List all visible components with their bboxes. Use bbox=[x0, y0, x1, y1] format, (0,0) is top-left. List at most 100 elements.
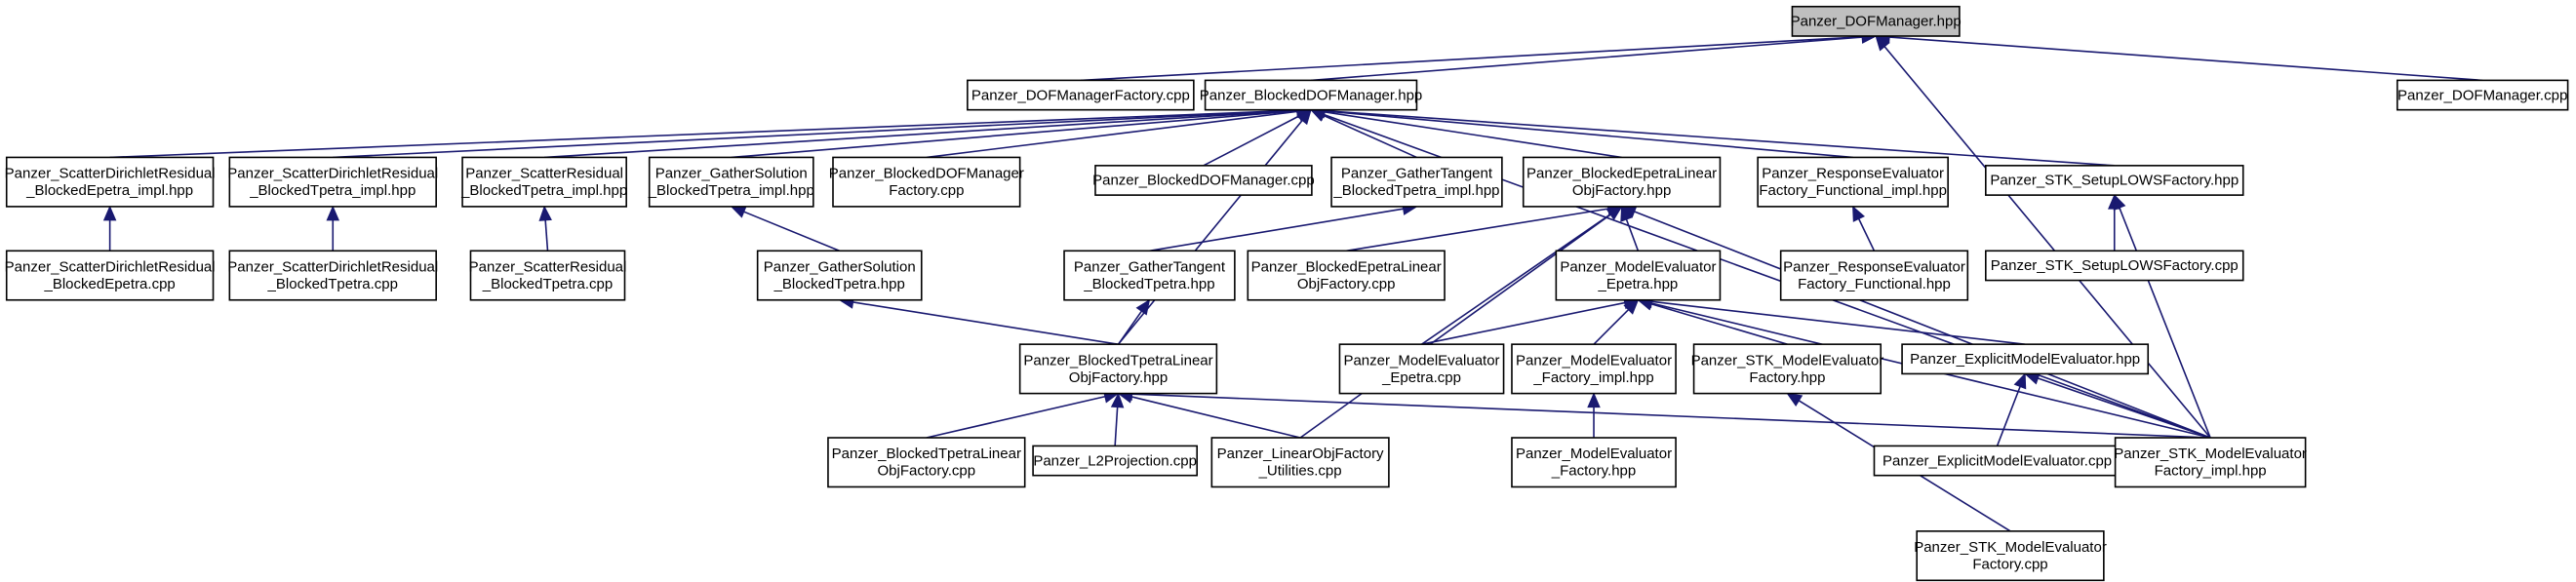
edge-n13-to-n2 bbox=[1324, 109, 2115, 167]
node-panzer-stk-setuplowsfactory-cpp[interactable]: Panzer_STK_SetupLOWSFactory.cpp bbox=[1985, 250, 2244, 282]
edge-n32-to-n27 bbox=[1996, 386, 2021, 446]
node-box bbox=[648, 156, 814, 208]
node-label: _Utilities.cpp bbox=[1258, 463, 1342, 480]
node-panzer-modelevaluator-factory-hpp[interactable]: Panzer_ModelEvaluator_Factory.hpp bbox=[1511, 437, 1677, 488]
node-panzer-explicitmodelevaluator-cpp[interactable]: Panzer_ExplicitModelEvaluator.cpp bbox=[1873, 445, 2121, 477]
node-label: Panzer_ModelEvaluator bbox=[1516, 352, 1672, 369]
node-label: Panzer_ModelEvaluator bbox=[1516, 446, 1672, 462]
edge-arrowhead bbox=[1110, 392, 1125, 408]
node-label: Panzer_GatherSolution bbox=[764, 259, 916, 276]
node-label: Factory.cpp bbox=[1972, 557, 2047, 573]
node-box bbox=[228, 156, 437, 208]
node-label: Panzer_ScatterResidual bbox=[465, 166, 623, 182]
node-label: Panzer_BlockedEpetraLinear bbox=[1526, 166, 1717, 182]
edge-n6-to-n2 bbox=[544, 109, 1298, 159]
node-label: _BlockedTpetra.cpp bbox=[482, 276, 613, 292]
edge-n33-to-n0 bbox=[1883, 46, 2211, 439]
node-label: Panzer_BlockedDOFManager bbox=[829, 166, 1024, 182]
node-panzer-scatterresidual-blockedtpetra-cpp[interactable]: Panzer_ScatterResidual_BlockedTpetra.cpp bbox=[469, 250, 627, 301]
node-box bbox=[2396, 79, 2569, 111]
edge-n11-to-n2 bbox=[1324, 111, 1622, 159]
node-box bbox=[1791, 5, 1961, 37]
node-box bbox=[1063, 250, 1236, 301]
node-label: Panzer_ExplicitModelEvaluator.cpp bbox=[1882, 452, 2112, 469]
node-label: Panzer_ResponseEvaluator bbox=[1783, 259, 1965, 276]
node-label: Factory.hpp bbox=[1749, 369, 1825, 386]
node-panzer-responseevaluatorfactory-functional-impl-hpp[interactable]: Panzer_ResponseEvaluatorFactory_Function… bbox=[1757, 156, 1949, 208]
node-panzer-modelevaluator-epetra-cpp[interactable]: Panzer_ModelEvaluator_Epetra.cpp bbox=[1338, 343, 1505, 395]
edge-arrowhead bbox=[1135, 298, 1151, 316]
node-panzer-dofmanager-hpp[interactable]: Panzer_DOFManager.hpp bbox=[1791, 5, 1962, 37]
node-panzer-gathertangent-blockedtpetra-impl-hpp[interactable]: Panzer_GatherTangent_BlockedTpetra_impl.… bbox=[1330, 156, 1503, 208]
node-box bbox=[1511, 343, 1677, 395]
edge-n27-to-n20 bbox=[1651, 300, 2026, 345]
edge-n28-to-n23 bbox=[926, 395, 1106, 439]
node-panzer-explicitmodelevaluator-hpp[interactable]: Panzer_ExplicitModelEvaluator.hpp bbox=[1901, 343, 2150, 375]
node-panzer-gathersolution-blockedtpetra-hpp[interactable]: Panzer_GatherSolution_BlockedTpetra.hpp bbox=[756, 250, 923, 301]
node-panzer-scatterdirichletresidual-blockedepetra-cpp[interactable]: Panzer_ScatterDirichletResidual_BlockedE… bbox=[5, 250, 216, 301]
edge-arrowhead bbox=[1786, 392, 1803, 407]
node-panzer-l2projection-cpp[interactable]: Panzer_L2Projection.cpp bbox=[1032, 445, 1198, 477]
node-label: _BlockedTpetra.cpp bbox=[267, 276, 398, 292]
node-panzer-modelevaluator-factory-impl-hpp[interactable]: Panzer_ModelEvaluator_Factory_impl.hpp bbox=[1511, 343, 1677, 395]
edge-n23-to-n18 bbox=[1117, 310, 1143, 345]
edge-n2-to-n0 bbox=[1310, 36, 1863, 82]
edge-arrowhead bbox=[1852, 205, 1866, 222]
node-box bbox=[1094, 165, 1313, 196]
edge-arrowhead bbox=[1587, 392, 1601, 408]
node-label: _Epetra.cpp bbox=[1381, 369, 1461, 386]
node-panzer-dofmanagerfactory-cpp[interactable]: Panzer_DOFManagerFactory.cpp bbox=[967, 79, 1195, 111]
node-box bbox=[1985, 165, 2244, 196]
node-label: Panzer_STK_ModelEvaluator bbox=[1691, 352, 1884, 369]
node-box bbox=[5, 156, 215, 208]
node-box bbox=[1692, 343, 1882, 395]
node-panzer-gathersolution-blockedtpetra-impl-hpp[interactable]: Panzer_GatherSolution_BlockedTpetra_impl… bbox=[648, 156, 814, 208]
node-label: Panzer_DOFManagerFactory.cpp bbox=[971, 87, 1190, 103]
node-box bbox=[832, 156, 1021, 208]
node-panzer-stk-modelevaluatorfactory-impl-hpp[interactable]: Panzer_STK_ModelEvaluatorFactory_impl.hp… bbox=[2114, 437, 2307, 488]
edge-n30-to-n23 bbox=[1130, 396, 1301, 439]
node-label: _BlockedTpetra_impl.hpp bbox=[1332, 182, 1499, 199]
node-panzer-stk-setuplowsfactory-hpp[interactable]: Panzer_STK_SetupLOWSFactory.hpp bbox=[1985, 165, 2244, 196]
node-box bbox=[1779, 250, 1969, 301]
node-panzer-gathertangent-blockedtpetra-hpp[interactable]: Panzer_GatherTangent_BlockedTpetra.hpp bbox=[1063, 250, 1236, 301]
node-box bbox=[827, 437, 1026, 488]
node-panzer-scatterresidual-blockedtpetra-impl-hpp[interactable]: Panzer_ScatterResidual_BlockedTpetra_imp… bbox=[460, 156, 627, 208]
node-box bbox=[1555, 250, 1722, 301]
edge-arrowhead bbox=[326, 205, 340, 221]
edge-n29-to-n23 bbox=[1114, 407, 1119, 446]
node-panzer-scatterdirichletresidual-blockedtpetra-cpp[interactable]: Panzer_ScatterDirichletResidual_BlockedT… bbox=[227, 250, 438, 301]
edge-n5-to-n2 bbox=[333, 109, 1298, 159]
node-panzer-blockeddofmanager-hpp[interactable]: Panzer_BlockedDOFManager.hpp bbox=[1200, 79, 1422, 111]
node-label: Panzer_DOFManager.cpp bbox=[2398, 87, 2567, 103]
edge-n7-to-n2 bbox=[731, 110, 1298, 159]
edge-n4-to-n2 bbox=[109, 109, 1298, 159]
node-box bbox=[228, 250, 437, 301]
node-panzer-scatterdirichletresidual-blockedtpetra-impl-hpp[interactable]: Panzer_ScatterDirichletResidual_BlockedT… bbox=[227, 156, 438, 208]
node-panzer-blockeddofmanager-cpp[interactable]: Panzer_BlockedDOFManager.cpp bbox=[1092, 165, 1315, 196]
node-label: Panzer_LinearObjFactory bbox=[1217, 446, 1384, 462]
node-label: Factory_Functional.hpp bbox=[1798, 276, 1951, 292]
node-label: Panzer_ExplicitModelEvaluator.hpp bbox=[1910, 351, 2140, 368]
node-label: Panzer_ModelEvaluator bbox=[1343, 352, 1499, 369]
node-panzer-linearobjfactory-utilities-cpp[interactable]: Panzer_LinearObjFactory_Utilities.cpp bbox=[1210, 437, 1390, 488]
edge-arrowhead bbox=[1623, 298, 1640, 315]
node-panzer-modelevaluator-epetra-hpp[interactable]: Panzer_ModelEvaluator_Epetra.hpp bbox=[1555, 250, 1722, 301]
node-panzer-dofmanager-cpp[interactable]: Panzer_DOFManager.cpp bbox=[2396, 79, 2569, 111]
node-panzer-responseevaluatorfactory-functional-hpp[interactable]: Panzer_ResponseEvaluatorFactory_Function… bbox=[1779, 250, 1969, 301]
edge-n24-to-n11 bbox=[1421, 213, 1611, 345]
node-panzer-scatterdirichletresidual-blockedepetra-impl-hpp[interactable]: Panzer_ScatterDirichletResidual_BlockedE… bbox=[5, 156, 216, 208]
node-label: _BlockedEpetra.cpp bbox=[44, 276, 176, 292]
node-label: Panzer_ModelEvaluator bbox=[1560, 259, 1716, 276]
node-box bbox=[1338, 343, 1505, 395]
node-label: Panzer_BlockedEpetraLinear bbox=[1251, 259, 1442, 276]
node-label: Panzer_BlockedDOFManager.hpp bbox=[1200, 87, 1422, 103]
node-label: Panzer_STK_SetupLOWSFactory.hpp bbox=[1990, 173, 2239, 189]
